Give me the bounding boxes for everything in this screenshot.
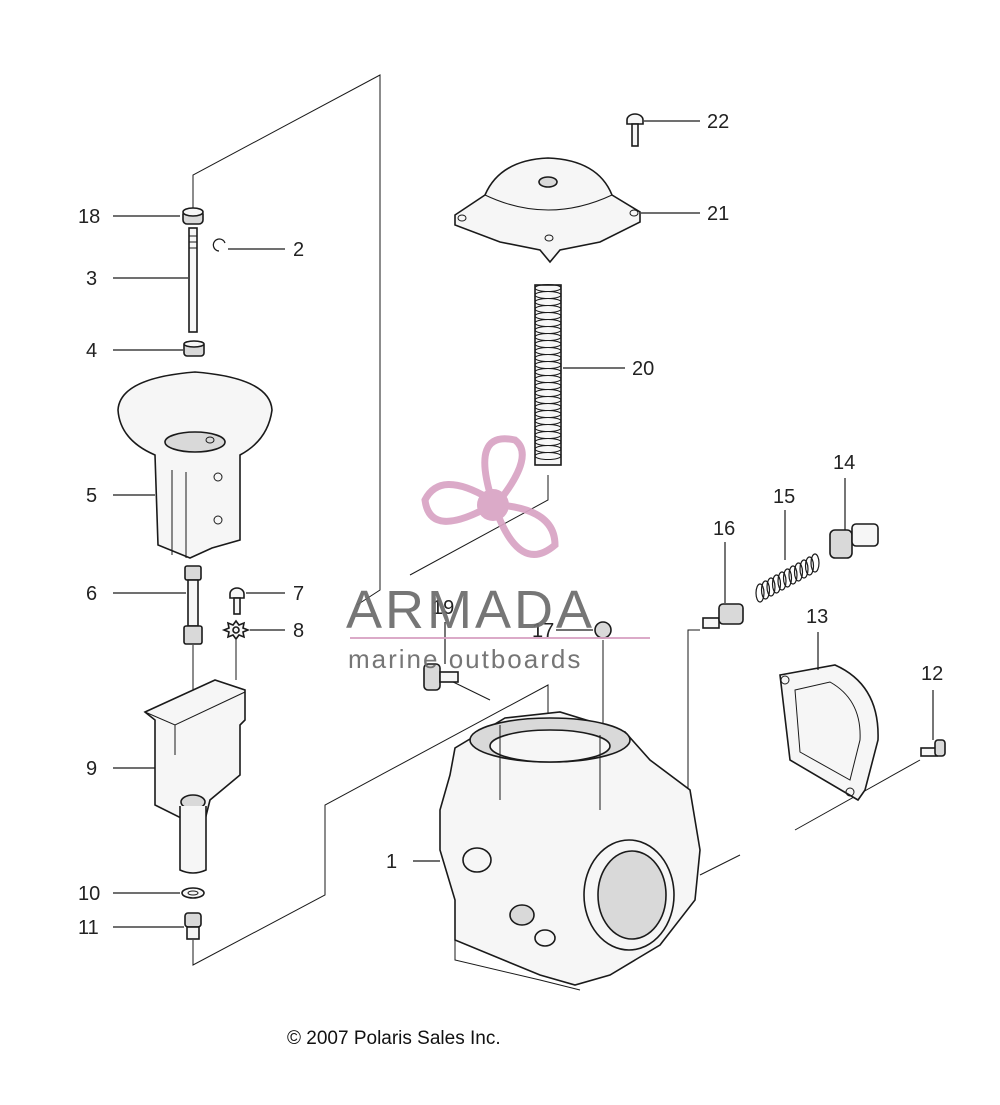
part-4-spacer: [183, 340, 205, 357]
part-14-starter-nut: [829, 523, 879, 559]
callout-3: 3: [86, 268, 97, 290]
callout-11: 11: [78, 917, 99, 939]
watermark-tagline: marine outboards: [348, 644, 582, 674]
callout-18: 18: [78, 206, 100, 228]
callout-17: 17: [532, 620, 554, 642]
callout-20: 20: [632, 358, 654, 380]
callout-21: 21: [707, 203, 729, 225]
callout-6: 6: [86, 583, 97, 605]
part-16-starter-plunger: [702, 603, 744, 629]
part-5-vacuum-piston: [117, 371, 273, 559]
part-9-slide-housing: [143, 679, 246, 874]
callout-labels: 1 2 3 4 5 6 7 8 9 10 11 12 13 14 15 16 1…: [78, 111, 943, 939]
watermark: ARMADA marine outboards: [346, 435, 650, 674]
part-3-jet-needle: [188, 227, 198, 333]
part-19-pilot-screw: [423, 663, 459, 691]
part-21-diaphragm-cover: [454, 157, 641, 264]
callout-14: 14: [833, 452, 855, 474]
callout-5: 5: [86, 485, 97, 507]
propeller-logo-icon: [421, 435, 559, 558]
leader-lines: [113, 120, 934, 928]
part-8-lock-washer: [221, 619, 251, 641]
callout-7: 7: [293, 583, 304, 605]
callout-15: 15: [773, 486, 795, 508]
part-7-screw: [229, 587, 245, 615]
callout-8: 8: [293, 620, 304, 642]
callout-12: 12: [921, 663, 943, 685]
part-22-screw: [626, 113, 644, 147]
part-2-clip: [212, 238, 226, 252]
part-17-pilot-jet: [594, 621, 612, 639]
part-10-washer: [181, 887, 205, 899]
part-20-spring: [534, 284, 562, 466]
part-6-needle-jet: [183, 565, 203, 645]
part-12-screw: [920, 739, 946, 757]
part-1-carburetor-body: [439, 711, 701, 991]
callout-10: 10: [78, 883, 100, 905]
callout-1: 1: [386, 851, 397, 873]
callout-4: 4: [86, 340, 97, 362]
part-18-retainer: [182, 207, 204, 225]
callout-9: 9: [86, 758, 97, 780]
callout-2: 2: [293, 239, 304, 261]
callout-13: 13: [806, 606, 828, 628]
callout-16: 16: [713, 518, 735, 540]
callout-19: 19: [432, 597, 454, 619]
part-13-gasket: [779, 664, 879, 802]
callout-22: 22: [707, 111, 729, 133]
part-11-main-jet: [184, 912, 202, 940]
copyright-text: © 2007 Polaris Sales Inc.: [287, 1028, 501, 1049]
watermark-brand: ARMADA: [346, 580, 595, 640]
part-15-spring: [755, 553, 820, 603]
